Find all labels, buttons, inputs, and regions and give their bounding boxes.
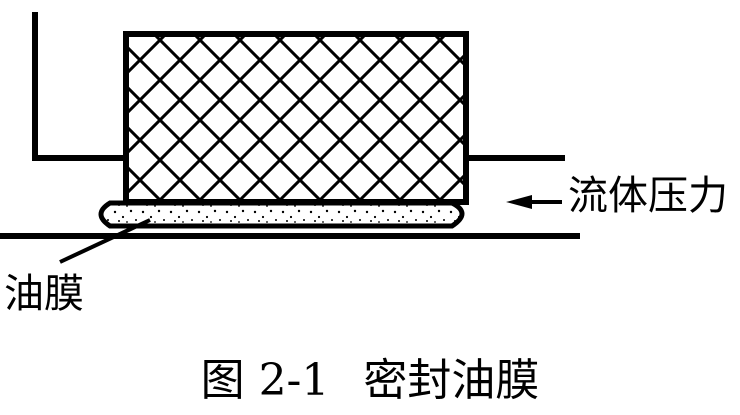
oil-film xyxy=(98,200,465,229)
oil-film-leader xyxy=(59,218,151,264)
figure-number: 图 2-1 xyxy=(200,355,330,406)
figure-caption: 图 2-1 密封油膜 xyxy=(0,344,740,408)
seal-body xyxy=(123,31,469,205)
fluid-pressure-label: 流体压力 xyxy=(568,173,728,219)
figure-title: 密封油膜 xyxy=(363,355,540,406)
oil-film-label: 油膜 xyxy=(4,271,84,317)
pressure-arrow-head-icon xyxy=(506,195,532,209)
housing-left-wall xyxy=(32,12,126,161)
